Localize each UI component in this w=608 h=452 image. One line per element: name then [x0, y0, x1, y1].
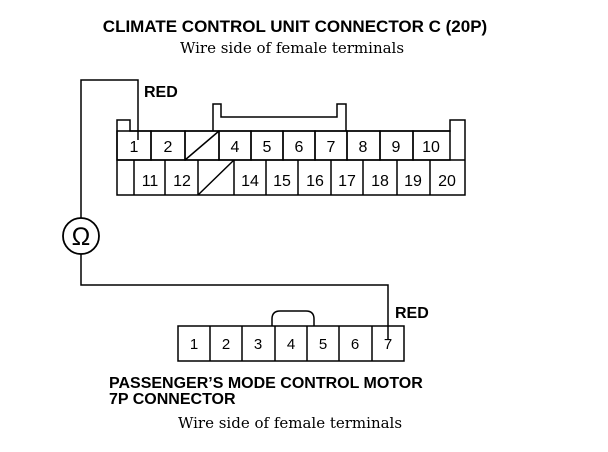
pin-c-1: 1: [130, 139, 139, 156]
connector-c-bottom-labels: 11 12 14 15 16 17 18 19 20: [142, 173, 456, 190]
pin-c-4: 4: [231, 139, 240, 156]
pin-c-2: 2: [164, 139, 173, 156]
connector-c-top-labels: 1 2 4 5 6 7 8 9 10: [130, 139, 440, 156]
motor-pin-1: 1: [190, 336, 198, 353]
connector-c-latch: [212, 103, 347, 131]
ohm-symbol: Ω: [72, 223, 91, 251]
connector-c-wire-label: RED: [144, 84, 178, 101]
motor-connector-latch: [271, 310, 315, 326]
pin-c-8: 8: [359, 139, 368, 156]
motor-connector-outline: [177, 325, 405, 362]
lead-to-pin-c-1: [80, 79, 139, 218]
pin-c-16: 16: [306, 173, 324, 190]
lead-to-motor-pin-7: [80, 254, 389, 339]
pin-c-12: 12: [173, 173, 191, 190]
motor-pin-2: 2: [222, 336, 230, 353]
motor-pin-4: 4: [287, 336, 295, 353]
motor-connector-title-line2: 7P CONNECTOR: [109, 391, 236, 408]
motor-connector-wire-label: RED: [395, 305, 429, 322]
motor-connector-title-line1: PASSENGER’S MODE CONTROL MOTOR: [109, 375, 423, 392]
pin-c-9: 9: [392, 139, 401, 156]
pin-c-11: 11: [142, 173, 159, 190]
pin-c-3-empty-slash: [184, 130, 220, 161]
pin-c-10: 10: [422, 139, 440, 156]
pin-c-5: 5: [263, 139, 272, 156]
pin-c-18: 18: [371, 173, 389, 190]
connector-c-title: CLIMATE CONTROL UNIT CONNECTOR C (20P): [103, 17, 487, 36]
connector-c-top-cells: [116, 130, 451, 161]
connector-c-bottom-cells: [133, 159, 431, 196]
ohmmeter-circle: [62, 217, 100, 255]
pin-c-19: 19: [404, 173, 422, 190]
connector-c-20p: [116, 103, 466, 196]
connector-c-subtitle: Wire side of female terminals: [180, 39, 404, 57]
pin-c-17: 17: [338, 173, 356, 190]
pin-c-7: 7: [327, 139, 336, 156]
ohmmeter-icon: Ω: [62, 217, 100, 255]
motor-connector-7p: [177, 310, 405, 362]
pin-c-13-empty-slash: [197, 159, 235, 196]
motor-connector-pin-labels: 1 2 3 4 5 6 7: [190, 336, 392, 353]
pin-c-14: 14: [241, 173, 259, 190]
motor-pin-6: 6: [351, 336, 359, 353]
motor-connector-subtitle: Wire side of female terminals: [178, 414, 402, 432]
pin-c-15: 15: [273, 173, 291, 190]
motor-pin-3: 3: [254, 336, 262, 353]
pin-c-10-cell: [412, 130, 451, 161]
pin-c-20: 20: [438, 173, 456, 190]
pin-c-6: 6: [295, 139, 304, 156]
motor-pin-7: 7: [384, 336, 392, 353]
motor-pin-5: 5: [319, 336, 327, 353]
test-leads: [80, 79, 389, 339]
connector-c-outline: [116, 119, 466, 196]
